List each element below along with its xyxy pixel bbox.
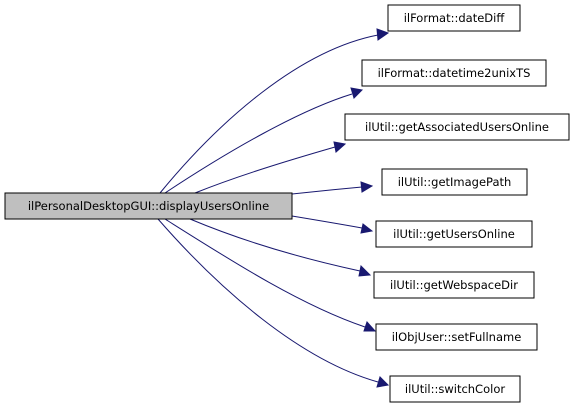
- edge-to-getusersonline: [291, 215, 374, 234]
- node-datetime2unixts-label: ilFormat::datetime2unixTS: [378, 66, 531, 80]
- edge-to-getimagepath: [291, 181, 374, 195]
- edge-to-datetime2unixts: [164, 87, 364, 194]
- node-switchcolor-label: ilUtil::switchColor: [405, 382, 505, 396]
- node-setfullname-label: ilObjUser::setFullname: [392, 330, 522, 344]
- node-datediff-label: ilFormat::dateDiff: [404, 11, 506, 25]
- node-getusersonline-label: ilUtil::getUsersOnline: [393, 227, 515, 241]
- edge-to-switchcolor: [157, 218, 390, 388]
- node-getwebspacedir[interactable]: ilUtil::getWebspaceDir: [373, 271, 535, 299]
- node-getassociatedusersonline[interactable]: ilUtil::getAssociatedUsersOnline: [344, 113, 570, 141]
- node-datetime2unixts[interactable]: ilFormat::datetime2unixTS: [361, 59, 547, 87]
- edge-to-getwebspacedir: [189, 218, 372, 277]
- edge-to-setfullname: [164, 218, 377, 332]
- root-node-label: ilPersonalDesktopGUI::displayUsersOnline: [28, 199, 269, 213]
- edge-to-getassociatedusersonline: [194, 141, 347, 194]
- root-node-box: [4, 192, 293, 220]
- node-getassociatedusersonline-label: ilUtil::getAssociatedUsersOnline: [365, 120, 549, 134]
- node-datediff[interactable]: ilFormat::dateDiff: [387, 4, 521, 32]
- node-getimagepath-label: ilUtil::getImagePath: [398, 175, 512, 189]
- root-node[interactable]: ilPersonalDesktopGUI::displayUsersOnline: [4, 192, 293, 220]
- edge-to-datediff: [159, 28, 390, 194]
- node-setfullname[interactable]: ilObjUser::setFullname: [375, 323, 538, 351]
- node-getusersonline[interactable]: ilUtil::getUsersOnline: [375, 220, 533, 248]
- node-getwebspacedir-label: ilUtil::getWebspaceDir: [390, 278, 518, 292]
- node-getimagepath[interactable]: ilUtil::getImagePath: [381, 168, 528, 196]
- node-switchcolor[interactable]: ilUtil::switchColor: [389, 375, 521, 403]
